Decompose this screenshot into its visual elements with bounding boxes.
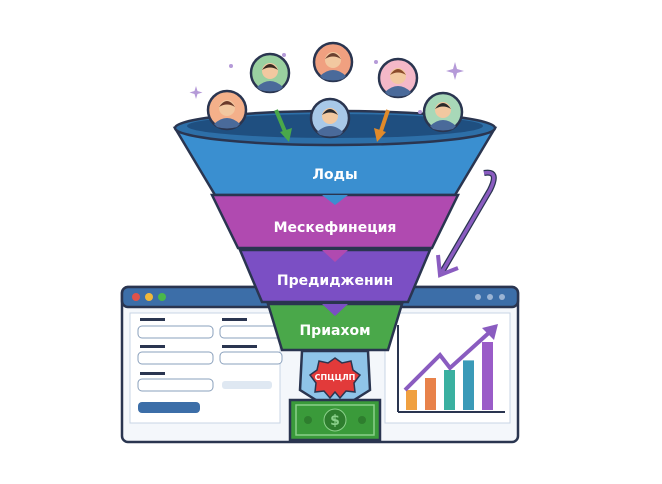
stage-label-2: Мескефинеция — [274, 220, 397, 236]
down-arrow-green-icon — [274, 109, 292, 142]
trend-arrow — [403, 328, 494, 392]
svg-text:$: $ — [330, 413, 340, 429]
form-field[interactable] — [137, 325, 214, 339]
sparkle-icons — [189, 53, 464, 114]
money-bill-icon: $ — [288, 398, 382, 442]
loop-arrow — [440, 170, 496, 273]
conversion-badge — [308, 357, 362, 400]
person-avatar-icon — [206, 89, 248, 131]
down-arrow-orange-icon — [374, 109, 390, 142]
form-select[interactable] — [137, 378, 214, 392]
funnel-stage-4 — [266, 302, 404, 352]
person-avatar-icon — [312, 41, 354, 83]
form-field[interactable] — [219, 325, 283, 339]
chart-bar — [482, 342, 493, 410]
person-avatar-icon — [249, 52, 291, 94]
stage-label-3: Предидженин — [277, 273, 393, 289]
form-panel — [129, 312, 283, 424]
chart-bar — [444, 370, 455, 410]
funnel-stage-2 — [209, 193, 461, 250]
badge-label: СПЦЦЛП — [315, 373, 356, 382]
minimize-dot — [145, 293, 153, 301]
growth-chart-panel — [384, 312, 511, 424]
stage-label-4: Приахом — [299, 323, 370, 339]
chart-bar — [425, 378, 436, 410]
person-avatar-icon — [422, 91, 464, 133]
funnel: Лоды Мескефинеция Предидженин Приахом СП… — [172, 109, 498, 414]
form-select[interactable] — [219, 351, 283, 365]
funnel-stage-3 — [238, 248, 432, 304]
form-submit-button[interactable] — [138, 402, 200, 413]
maximize-dot — [158, 293, 166, 301]
chart-bar — [463, 360, 474, 410]
close-dot — [132, 293, 140, 301]
chart-bar — [406, 390, 417, 410]
person-avatar-icon — [309, 97, 351, 139]
trend-arrowhead — [482, 324, 498, 340]
person-avatar-icon — [377, 57, 419, 99]
stage-label-leads: Лоды — [312, 167, 357, 183]
browser-window — [120, 285, 520, 444]
form-select[interactable] — [137, 351, 214, 365]
